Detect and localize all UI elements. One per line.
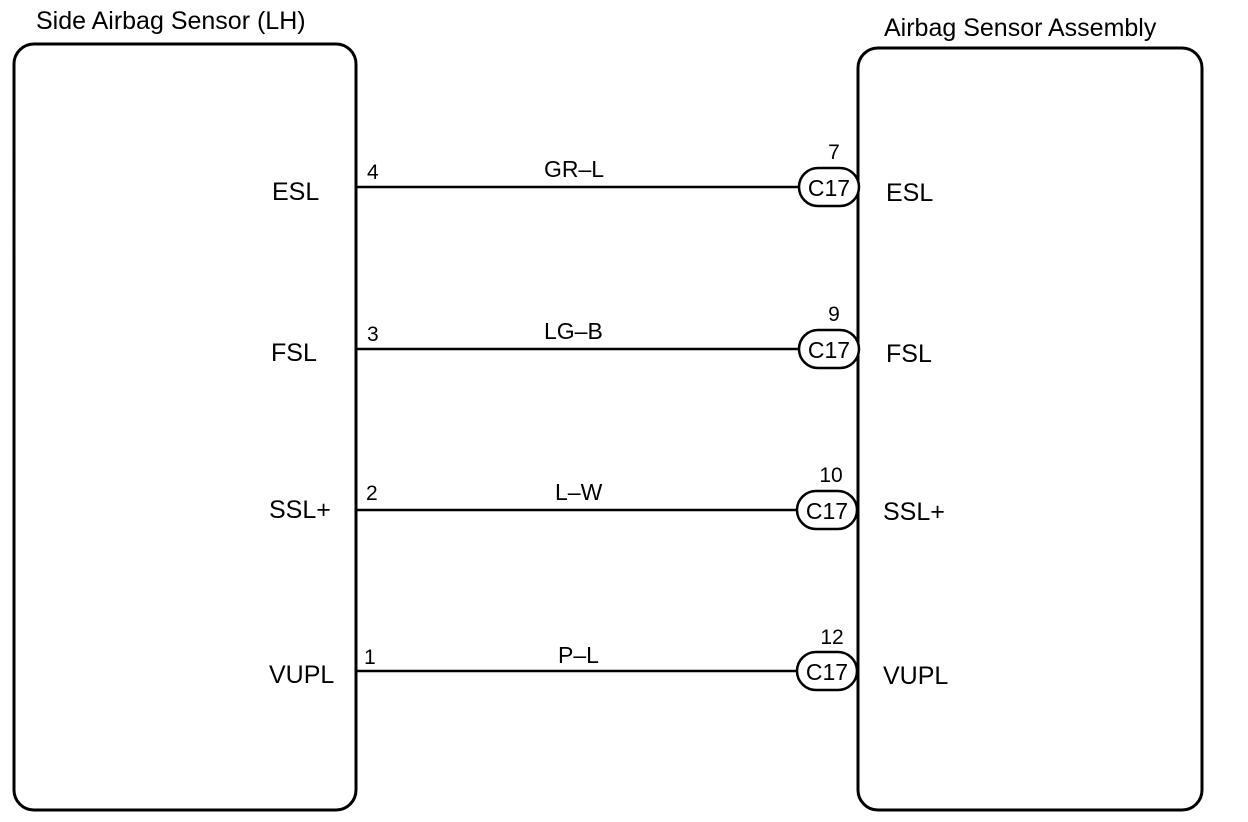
wire-row: VUPL 1 P–L C17 12 VUPL (269, 626, 948, 692)
right-terminal-label: ESL (886, 179, 933, 207)
left-pin-number: 1 (364, 646, 376, 669)
left-terminal-label: SSL+ (269, 496, 331, 524)
left-terminal-label: VUPL (269, 661, 334, 689)
right-pin-number: 12 (820, 626, 843, 649)
connector-label: C17 (808, 337, 850, 363)
wire-rows: ESL 4 GR–L C17 7 ESL FSL 3 LG–B C17 9 FS… (269, 141, 948, 692)
wire-color-label: P–L (558, 642, 599, 668)
connector-shape (795, 650, 859, 692)
connector-shape (797, 328, 861, 370)
wire-row: ESL 4 GR–L C17 7 ESL (272, 141, 933, 208)
left-pin-number: 3 (367, 323, 379, 346)
right-pin-number: 9 (828, 303, 840, 326)
left-component-box (12, 42, 358, 812)
connector-label: C17 (806, 498, 848, 524)
wire-color-label: LG–B (544, 318, 603, 344)
wire-color-label: GR–L (544, 156, 604, 182)
right-component-box (856, 46, 1204, 812)
right-terminal-label: FSL (886, 340, 932, 368)
wire-row: SSL+ 2 L–W C17 10 SSL+ (269, 464, 945, 531)
left-pin-number: 4 (367, 161, 379, 184)
right-terminal-label: SSL+ (883, 498, 945, 526)
left-terminal-label: FSL (271, 339, 317, 367)
left-component-title: Side Airbag Sensor (LH) (36, 7, 306, 35)
right-terminal-label: VUPL (883, 662, 948, 690)
right-component-title: Airbag Sensor Assembly (884, 14, 1157, 42)
connector-shape (797, 166, 861, 208)
left-terminal-label: ESL (272, 178, 319, 206)
left-pin-number: 2 (366, 482, 378, 505)
wire-row: FSL 3 LG–B C17 9 FSL (271, 303, 932, 370)
connector-label: C17 (806, 659, 848, 685)
right-pin-number: 10 (819, 464, 842, 487)
connector-label: C17 (808, 175, 850, 201)
wire-color-label: L–W (555, 479, 603, 505)
connector-shape (795, 489, 859, 531)
right-pin-number: 7 (828, 141, 840, 164)
